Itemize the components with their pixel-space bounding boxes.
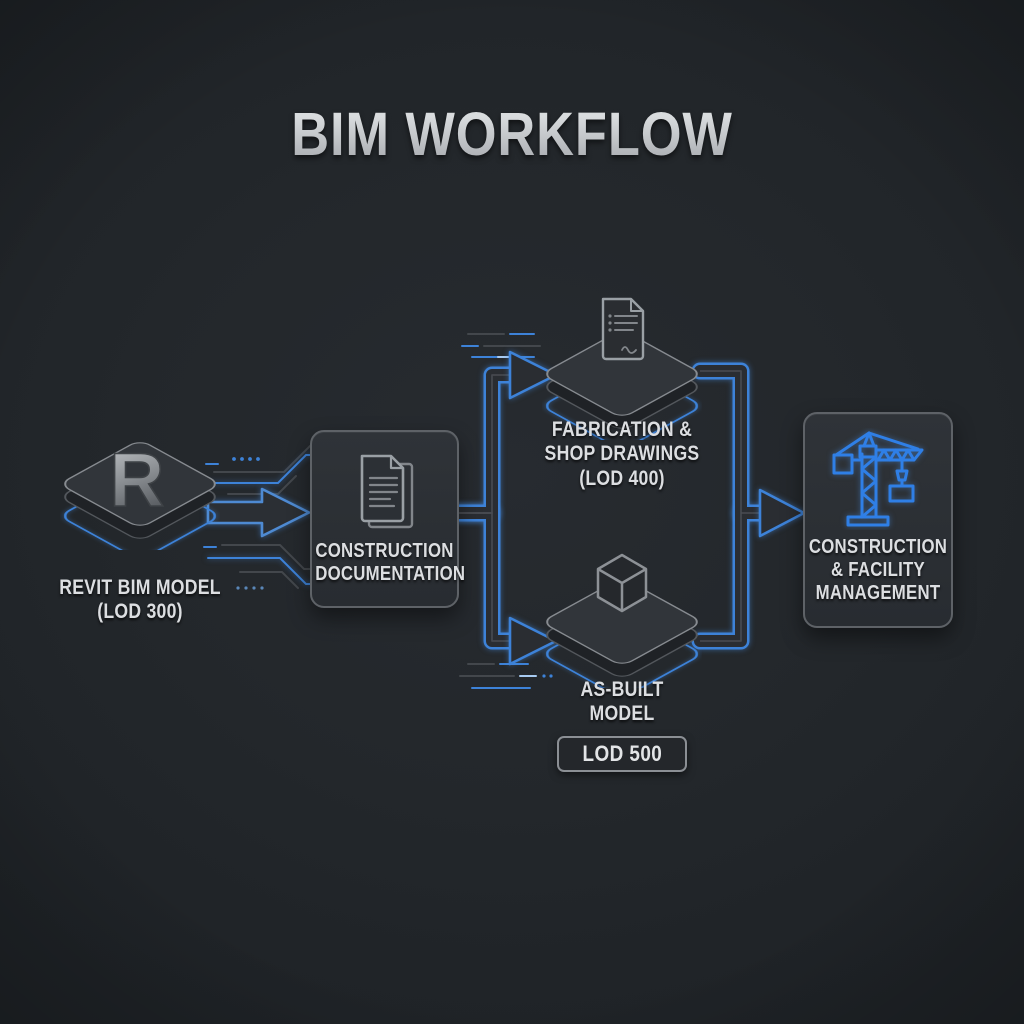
layered-platform-icon: [545, 580, 699, 688]
layered-platform-icon: [545, 332, 699, 440]
document-stack-icon: [360, 454, 414, 529]
svg-text:R: R: [110, 438, 165, 523]
construction-documentation-label: CONSTRUCTION DOCUMENTATION: [315, 540, 466, 586]
revit-node-label: REVIT BIM MODEL (LOD 300): [59, 576, 221, 624]
construction-facility-management-label: CONSTRUCTION & FACILITY MANAGEMENT: [808, 536, 948, 605]
fabrication-shop-drawings-label: FABRICATION & SHOP DRAWINGS (LOD 400): [544, 418, 700, 490]
tower-crane-icon: [832, 431, 924, 527]
node-construction-documentation: CONSTRUCTION DOCUMENTATION: [310, 430, 466, 608]
cube-icon: [596, 553, 648, 613]
node-fabrication-shop-drawings: FABRICATION & SHOP DRAWINGS (LOD 400): [505, 290, 739, 500]
branch-split-connector: [446, 350, 558, 666]
node-as-built-model: AS-BUILT MODEL LOD 500: [505, 540, 739, 790]
as-built-model-label: AS-BUILT MODEL: [580, 678, 664, 726]
lod-500-badge: LOD 500: [505, 736, 739, 772]
revit-r-logo-icon: R: [109, 438, 165, 523]
arrow-right-icon: [206, 487, 311, 538]
branch-merge-connector: [691, 362, 806, 650]
circuit-traces-top: [461, 333, 541, 358]
drawing-sheet-icon: [601, 297, 645, 361]
circuit-traces-bottom: [459, 663, 553, 689]
layered-platform-icon: [63, 442, 217, 550]
page-title: BIM WORKFLOW: [72, 104, 953, 165]
node-construction-facility-management: CONSTRUCTION & FACILITY MANAGEMENT: [803, 412, 953, 628]
node-revit-bim-model: R REVIT BIM MODEL (LOD 300): [30, 430, 250, 640]
